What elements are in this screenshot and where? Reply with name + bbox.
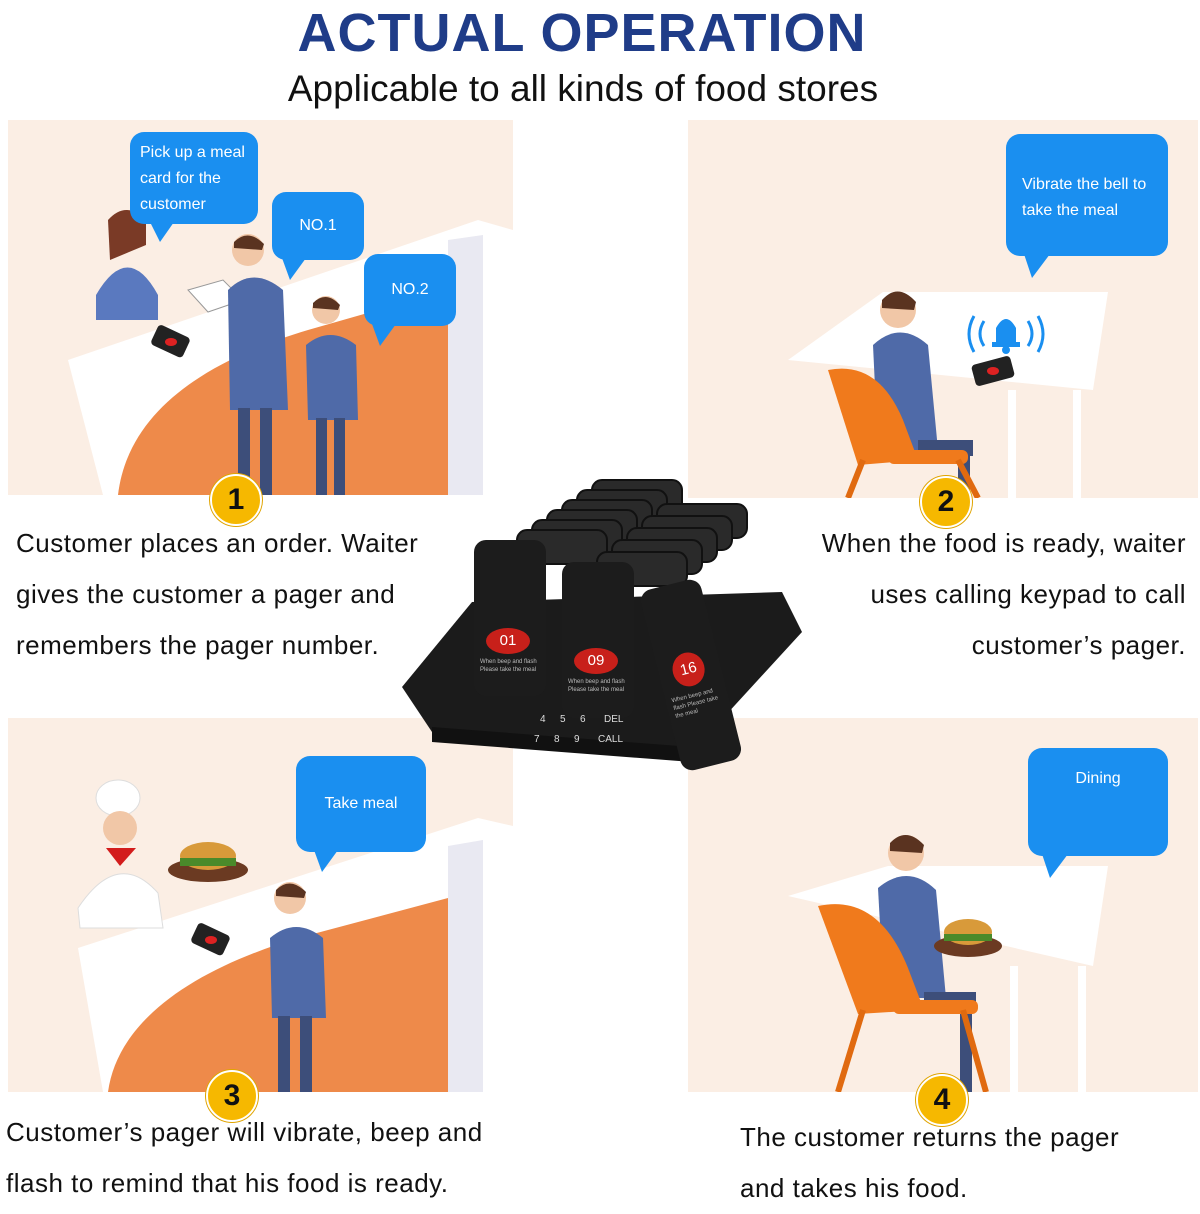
step-1-description: Customer places an order. Waiter gives t…	[16, 528, 419, 660]
keypad-key[interactable]: DEL	[604, 714, 624, 725]
keypad-key[interactable]: 5	[560, 714, 566, 725]
pickup-scene-graphic	[77, 779, 513, 1092]
speech-bubble-no1: NO.1	[272, 192, 364, 280]
speech-bubble-take-meal: Take meal	[296, 756, 426, 872]
speech-bubble-meal-card: Pick up a meal card for the customer	[130, 132, 258, 242]
step-4-badge: 4	[916, 1074, 968, 1126]
pager-label: When beep and flash Please take the meal	[480, 659, 537, 673]
pager-number-badge: 01	[486, 628, 530, 654]
keypad-key[interactable]: 7	[534, 734, 540, 745]
keypad-key[interactable]: 6	[580, 714, 586, 725]
keypad-key[interactable]: 9	[574, 734, 580, 745]
pager-01: 01 When beep and flash Please take the m…	[474, 540, 546, 696]
step-3-badge: 3	[206, 1070, 258, 1122]
bell-icon	[967, 315, 1045, 354]
step-3-illustration: Take meal	[8, 718, 513, 1092]
pager-number-badge: 09	[574, 648, 618, 674]
keypad-key[interactable]: 4	[540, 714, 546, 725]
speech-bubble-no2: NO.2	[364, 254, 456, 346]
step-4-description: The customer returns the pager and takes…	[740, 1122, 1120, 1203]
step-3-description: Customer’s pager will vibrate, beep and …	[6, 1117, 483, 1198]
page-subtitle: Applicable to all kinds of food stores	[287, 68, 879, 109]
step-2-illustration: Vibrate the bell to take the meal	[688, 120, 1198, 498]
keypad-key[interactable]: CALL	[598, 734, 624, 745]
page-title: ACTUAL OPERATION	[297, 3, 867, 63]
table-scene-graphic	[788, 291, 1108, 498]
step-1-illustration: Pick up a meal card for the customer NO.…	[8, 120, 513, 495]
speech-bubble-vibrate: Vibrate the bell to take the meal	[1006, 134, 1168, 278]
pager-09: 09 When beep and flash Please take the m…	[562, 562, 634, 718]
keypad-key[interactable]: 8	[554, 734, 560, 745]
speech-bubble-dining: Dining	[1028, 748, 1168, 878]
step-4-illustration: Dining	[688, 718, 1198, 1092]
pager-label: When beep and flash Please take the meal	[671, 688, 719, 720]
pager-system-device: 01 When beep and flash Please take the m…	[293, 472, 812, 782]
step-2-badge: 2	[920, 476, 972, 528]
dining-scene-graphic	[788, 834, 1108, 1092]
pager-label: When beep and flash Please take the meal	[568, 679, 625, 693]
step-2-description: When the food is ready, waiter uses call…	[821, 528, 1186, 660]
pager-number-badge: 16	[668, 649, 709, 690]
step-1-badge: 1	[210, 474, 262, 526]
calling-keypad: 4 5 6 DEL 7 8 9 CALL	[514, 712, 634, 762]
